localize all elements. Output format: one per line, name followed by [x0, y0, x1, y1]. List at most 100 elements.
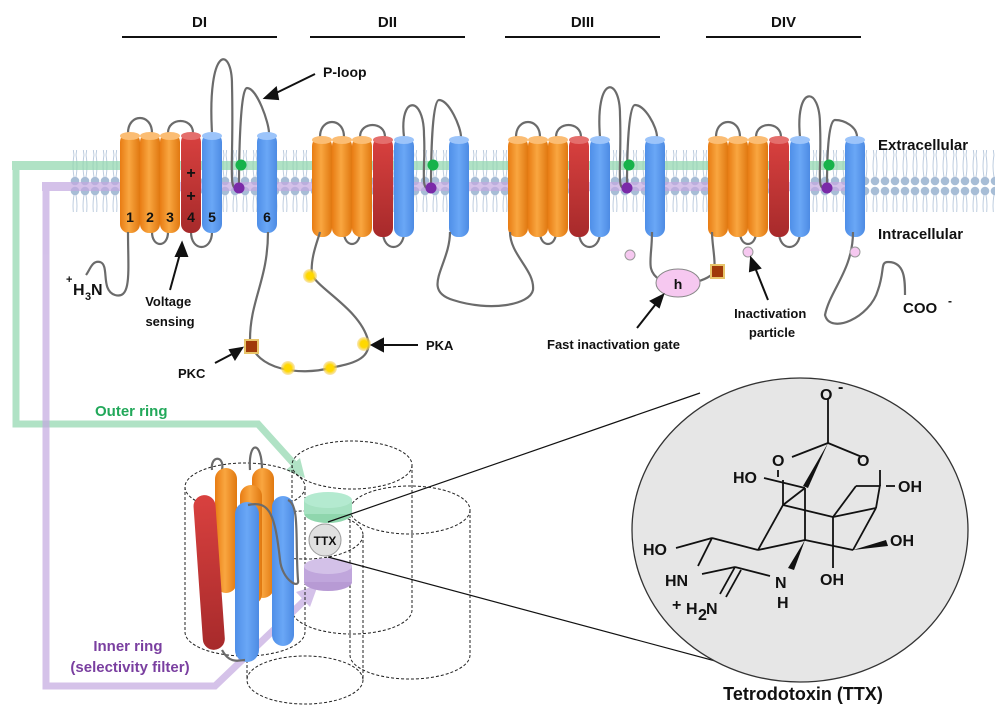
- domain-3-segments: [508, 86, 665, 249]
- extracellular-label: Extracellular: [878, 137, 968, 154]
- svg-text:HO: HO: [643, 542, 667, 559]
- segment-s5: [590, 137, 610, 237]
- svg-text:+: +: [66, 274, 72, 286]
- segment-s6: [449, 137, 469, 237]
- segment-s2: [528, 137, 548, 237]
- segment-s5: [790, 137, 810, 237]
- svg-text:COO: COO: [903, 300, 938, 317]
- zoom-line: [327, 392, 701, 523]
- pka-label: PKA: [426, 338, 454, 353]
- svg-text:OH: OH: [890, 533, 914, 550]
- inner-ring-label: Inner ring (selectivity filter): [70, 638, 189, 676]
- domain-label: DII: [378, 14, 397, 31]
- molecule-title: Tetrodotoxin (TTX): [723, 684, 883, 704]
- pkc-site: [710, 264, 725, 279]
- segment-s6: [257, 133, 277, 233]
- segment-number: 1: [126, 209, 134, 225]
- pka-site: [357, 337, 371, 351]
- svg-text:O: O: [857, 453, 869, 470]
- segment-s1: [508, 137, 528, 237]
- inner-ring-residue: [821, 182, 833, 194]
- segment-s5: [202, 133, 222, 233]
- svg-text:HN: HN: [665, 573, 688, 590]
- cytoplasmic-loops: [85, 231, 907, 373]
- intracellular-label: Intracellular: [878, 226, 963, 243]
- svg-text:HO: HO: [733, 470, 757, 487]
- segment-s3: [748, 137, 768, 237]
- inner-ring-residue: [425, 182, 437, 194]
- segment-s4: [373, 137, 393, 237]
- segment-s4: [569, 137, 589, 237]
- s4-charge: +: [186, 188, 195, 205]
- annotation-arrows: [169, 73, 769, 364]
- n-terminus-label: + H 3 N: [66, 274, 103, 303]
- inactivation-particle: [624, 249, 636, 261]
- segment-number: 2: [146, 209, 154, 225]
- inner-ring-residue: [621, 182, 633, 194]
- svg-text:3: 3: [85, 291, 91, 303]
- segment-s6: [645, 137, 665, 237]
- s4-charge: +: [186, 165, 195, 182]
- svg-text:2: 2: [698, 607, 707, 624]
- svg-text:-: -: [838, 379, 843, 396]
- segment-s3: [160, 133, 180, 233]
- domain-label: DIV: [771, 14, 796, 31]
- svg-text:H: H: [777, 595, 789, 612]
- segment-s1: [708, 137, 728, 237]
- segment-s1: [312, 137, 332, 237]
- svg-text:H: H: [686, 601, 698, 618]
- segment-s1: [120, 133, 140, 233]
- svg-text:N: N: [706, 601, 718, 618]
- c-terminus-label: COO -: [903, 294, 952, 317]
- pka-site: [281, 361, 295, 375]
- inactivation-particle-label: Inactivation particle: [734, 306, 810, 340]
- phosphorylation-sites: [244, 264, 725, 375]
- inactivation-particle: [742, 246, 754, 258]
- svg-text:+: +: [672, 597, 681, 614]
- domain-4-segments: [708, 95, 865, 249]
- p-loop-label: P-loop: [323, 64, 367, 80]
- svg-text:OH: OH: [820, 572, 844, 589]
- svg-text:OH: OH: [898, 479, 922, 496]
- pka-site: [323, 361, 337, 375]
- pkc-site: [244, 339, 259, 354]
- outer-ring-label: Outer ring: [95, 403, 168, 420]
- segment-s6: [845, 137, 865, 237]
- outer-ring-residue: [235, 159, 247, 171]
- zoom-line: [327, 556, 761, 674]
- domain-2-segments: [312, 98, 469, 249]
- voltage-sensing-label: Voltage sensing: [145, 294, 195, 329]
- h-gate-label: h: [674, 276, 683, 292]
- segment-s3: [548, 137, 568, 237]
- outer-ring-residue: [427, 159, 439, 171]
- segment-s4: [181, 133, 201, 233]
- ttx-structure: O - O O HO OH OH OH HO HN N H + H 2 N: [631, 377, 969, 683]
- segment-number: 3: [166, 209, 174, 225]
- inner-ring-residue: [233, 182, 245, 194]
- segment-number: 6: [263, 209, 271, 225]
- domain-label: DI: [192, 14, 207, 31]
- segment-s2: [728, 137, 748, 237]
- domain-label: DIII: [571, 14, 594, 31]
- pkc-label: PKC: [178, 366, 206, 381]
- channel-3d-model: TTX: [184, 440, 471, 705]
- h-gate: [655, 268, 701, 298]
- svg-text:-: -: [948, 294, 952, 308]
- fast-inactivation-gate-label: Fast inactivation gate: [547, 337, 680, 352]
- ttx-badge-label: TTX: [314, 534, 337, 548]
- ttx-badge: [308, 523, 342, 557]
- segment-s4: [769, 137, 789, 237]
- segment-number: 5: [208, 209, 216, 225]
- svg-text:N: N: [91, 282, 103, 299]
- segment-s5: [394, 137, 414, 237]
- inactivation-particle: [849, 246, 861, 258]
- outer-ring-residue: [823, 159, 835, 171]
- segment-s3: [352, 137, 372, 237]
- segment-s2: [332, 137, 352, 237]
- svg-text:N: N: [775, 575, 787, 592]
- segment-number: 4: [187, 209, 195, 225]
- svg-text:O: O: [772, 453, 784, 470]
- pka-site: [303, 269, 317, 283]
